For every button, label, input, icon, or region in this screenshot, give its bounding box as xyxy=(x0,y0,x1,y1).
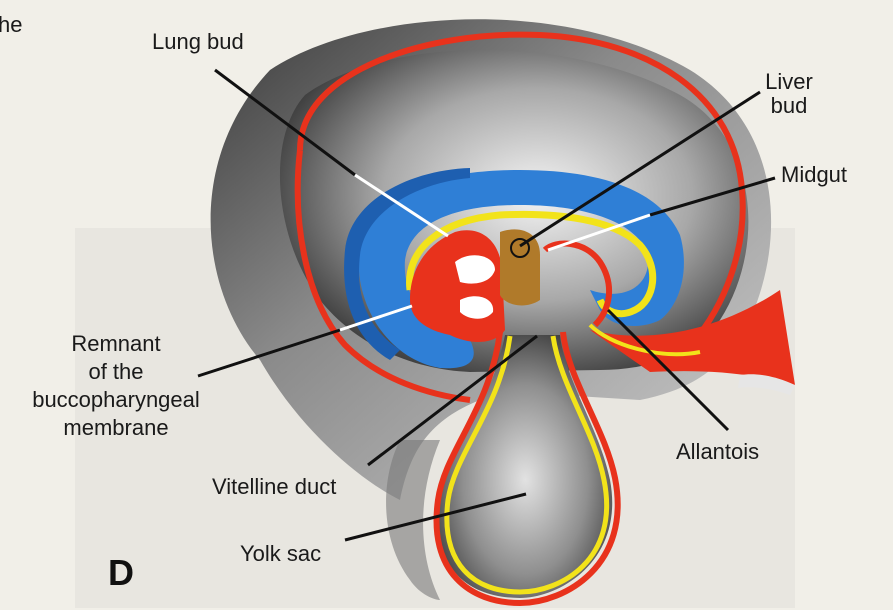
label-remnant-line4: membrane xyxy=(16,414,216,442)
label-liver-bud-line1: Liver xyxy=(757,70,821,94)
label-vitelline-duct: Vitelline duct xyxy=(212,475,336,499)
label-remnant-line3: buccopharyngeal xyxy=(16,386,216,414)
label-liver-bud: Liver bud xyxy=(757,70,821,118)
label-midgut: Midgut xyxy=(781,163,847,187)
amniotic-cavity xyxy=(280,50,748,372)
label-remnant-line2: of the xyxy=(16,358,216,386)
label-lung-bud: Lung bud xyxy=(152,30,244,54)
label-allantois: Allantois xyxy=(676,440,759,464)
label-remnant-line1: Remnant xyxy=(16,330,216,358)
cropped-edge-text: he xyxy=(0,12,22,38)
label-remnant: Remnant of the buccopharyngeal membrane xyxy=(16,330,216,442)
liver-bud xyxy=(500,229,540,305)
label-yolk-sac: Yolk sac xyxy=(240,542,321,566)
label-liver-bud-line2: bud xyxy=(757,94,821,118)
panel-letter: D xyxy=(108,552,134,594)
